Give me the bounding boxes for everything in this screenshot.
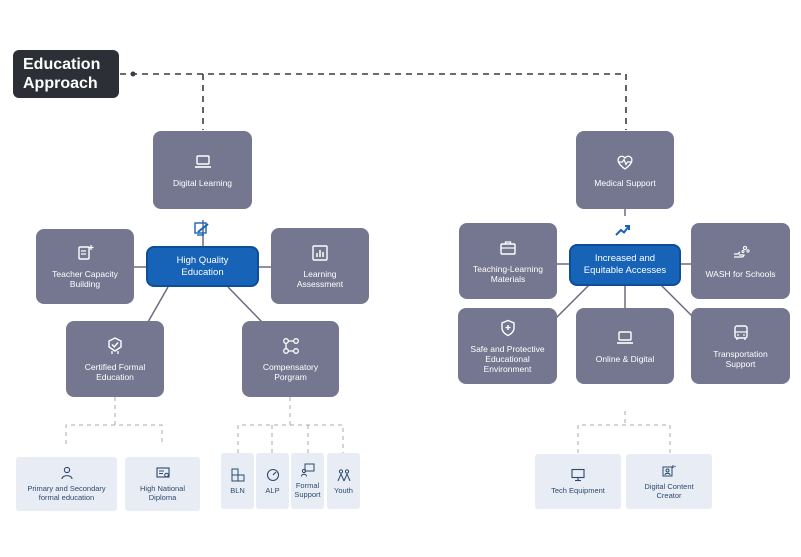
hub-line-1: Increased and [594,253,656,264]
node-label-line-3: Environment [483,363,532,374]
node-label-line-2: Porgram [274,371,307,382]
leaf-label: ALP [265,485,280,495]
leaf-label-line-1: High National [139,484,186,493]
gauge-icon [266,468,280,482]
certificate-pencil-icon [194,221,210,237]
node-label-line-2: Education [96,371,134,382]
bus-icon [732,324,750,342]
node-label-line-1: Safe and Protective [470,343,545,354]
node-label-line-1: Certified Formal [84,361,146,372]
node-label-line-1: Learning [303,268,337,279]
node-label-line-1: Teacher Capacity [52,269,118,279]
node-label-line-2: Educational [485,353,530,364]
leaf-label: BLN [230,485,245,495]
leaf-youth: Youth [327,453,360,509]
shield-plus-icon [499,319,517,337]
node-label: WASH for Schools [705,268,776,279]
node-learning-assessment: Learning Assessment [271,228,369,304]
leaf-bln: BLN [221,453,254,509]
hand-wash-icon [732,244,750,262]
content-creator-icon [662,464,676,478]
heart-pulse-icon [616,153,634,171]
node-online-digital: Online & Digital [576,308,674,384]
node-label-line-2: Materials [490,273,526,284]
leaf-label: Tech Equipment [551,486,605,495]
node-digital-learning: Digital Learning [153,131,252,209]
hub-line-1: High Quality [176,254,229,266]
leaf-label-line-1: Digital Content [644,481,694,491]
hub-line-2: Education [181,266,224,278]
briefcase-icon [499,239,517,257]
node-safe-protective-environment: Safe and Protective Educational Environm… [458,308,557,384]
abc-blocks-icon [231,468,245,482]
workflow-icon [282,337,300,355]
node-label-line-1: Transportation [713,348,768,359]
node-label-line-2: Building [69,279,101,289]
student-icon [60,466,74,480]
leaf-label-line-2: Diploma [148,493,177,502]
title-line-1: Education [23,56,101,73]
node-teaching-learning-materials: Teaching-Learning Materials [459,223,557,299]
node-certified-formal-education: Certified Formal Education [66,321,164,397]
bar-chart-icon [311,244,329,262]
node-label: Medical Support [594,177,656,188]
laptop-icon [616,329,634,347]
leaf-tech-equipment: Tech Equipment [535,454,621,509]
node-label-line-1: Teaching-Learning [473,263,543,274]
hub-high-quality-education: High Quality Education [146,246,259,287]
monitor-icon [571,468,585,482]
leaf-high-national-diploma: High National Diploma [125,457,200,511]
leaf-label-line-2: Creator [656,490,682,500]
node-label-line-2: Assessment [296,278,344,289]
node-label: Online & Digital [595,353,655,364]
teacher-board-icon [300,463,315,477]
node-teacher-capacity-building: Teacher Capacity Building [36,229,134,304]
leaf-primary-secondary: Primary and Secondary formal education [16,457,117,511]
page-title: Education Approach [13,50,119,98]
leaf-digital-content-creator: Digital Content Creator [626,454,712,509]
title-line-2: Approach [23,75,98,92]
leaf-label-line-1: Primary and Secondary [27,484,106,493]
leaf-alp: ALP [256,453,289,509]
node-medical-support: Medical Support [576,131,674,209]
hub-line-2: Equitable Accesses [583,265,667,276]
node-wash-for-schools: WASH for Schools [691,223,790,299]
leaf-formal-support: Formal Support [291,453,324,509]
leaf-label-line-2: Support [294,490,321,499]
trending-up-icon [615,222,631,238]
node-label: Digital Learning [172,177,233,188]
diploma-icon [155,466,170,480]
award-icon [106,336,124,355]
leaf-label: Youth [334,485,353,495]
leaf-label-line-2: formal education [38,493,95,502]
node-compensatory-program: Compensatory Porgram [242,321,339,397]
node-transportation-support: Transportation Support [691,308,790,384]
document-add-icon [76,244,94,262]
node-label-line-1: Compensatory [262,361,319,372]
hub-increased-equitable-accesses: Increased and Equitable Accesses [569,244,681,286]
leaf-label-line-1: Formal [295,481,320,490]
laptop-icon [194,153,212,171]
node-label-line-2: Support [725,358,756,369]
people-group-icon [337,468,351,482]
